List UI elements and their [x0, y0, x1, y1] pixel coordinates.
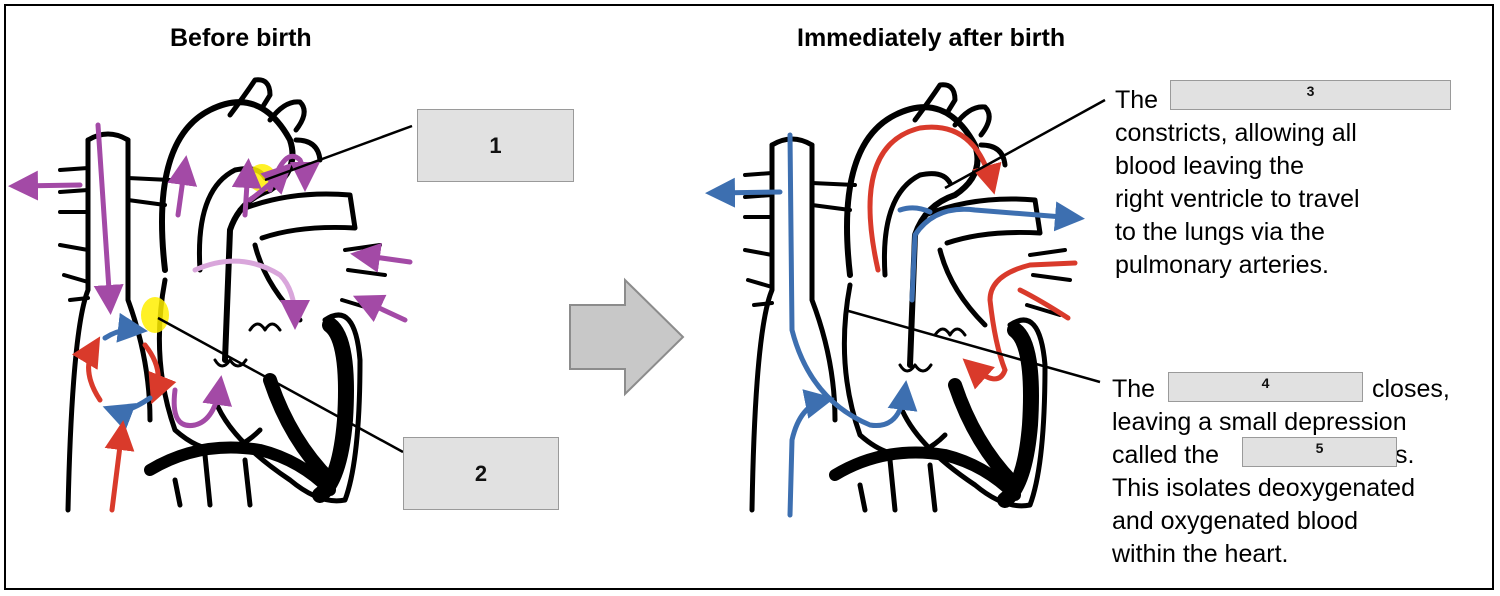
label-box-2[interactable]: 2: [403, 437, 559, 510]
caption-bottom-line-6: within the heart.: [1112, 540, 1289, 568]
label-box-1[interactable]: 1: [417, 109, 574, 182]
label-box-3[interactable]: 3: [1170, 80, 1451, 110]
label-box-4[interactable]: 4: [1168, 372, 1363, 402]
caption-bottom-line3-suffix: s.: [1395, 441, 1415, 469]
title-after-birth: Immediately after birth: [797, 24, 1066, 52]
leader-line-2: [157, 316, 404, 454]
caption-bottom-line-4: This isolates deoxygenated: [1112, 474, 1415, 502]
caption-top-line-4: right ventricle to travel: [1115, 185, 1360, 213]
leader-line-1: [264, 124, 413, 182]
atrial-flow-loop-before: [71, 312, 177, 513]
leader-line-3: [944, 98, 1106, 190]
deoxygenated-flow-after: [705, 132, 1085, 518]
caption-bottom-line3-prefix: called the: [1112, 441, 1220, 469]
label-box-5[interactable]: 5: [1242, 437, 1397, 467]
heart-after-birth: [743, 82, 1072, 513]
caption-bottom-line-2: leaving a small depression: [1112, 408, 1407, 436]
caption-top: The constricts, allowing all blood leavi…: [1115, 84, 1360, 282]
caption-bottom-line1-prefix: The: [1112, 375, 1156, 403]
foramen-ovale-highlight: [141, 297, 169, 333]
caption-top-line-6: pulmonary arteries.: [1115, 251, 1329, 279]
caption-top-line-2: constricts, allowing all: [1115, 119, 1357, 147]
caption-bottom-line1-suffix: closes,: [1372, 375, 1450, 403]
leader-line-4: [844, 308, 1101, 384]
title-before-birth: Before birth: [170, 24, 312, 52]
caption-top-line-3: blood leaving the: [1115, 152, 1305, 180]
caption-top-line-5: to the lungs via the: [1115, 218, 1325, 246]
oxygenated-flow-after: [867, 124, 1078, 390]
caption-bottom: The closes, leaving a small depression c…: [1112, 373, 1450, 571]
caption-bottom-line-5: and oxygenated blood: [1112, 507, 1359, 535]
right-arrow-icon: [569, 277, 685, 397]
caption-top-line-1: The: [1115, 86, 1159, 114]
